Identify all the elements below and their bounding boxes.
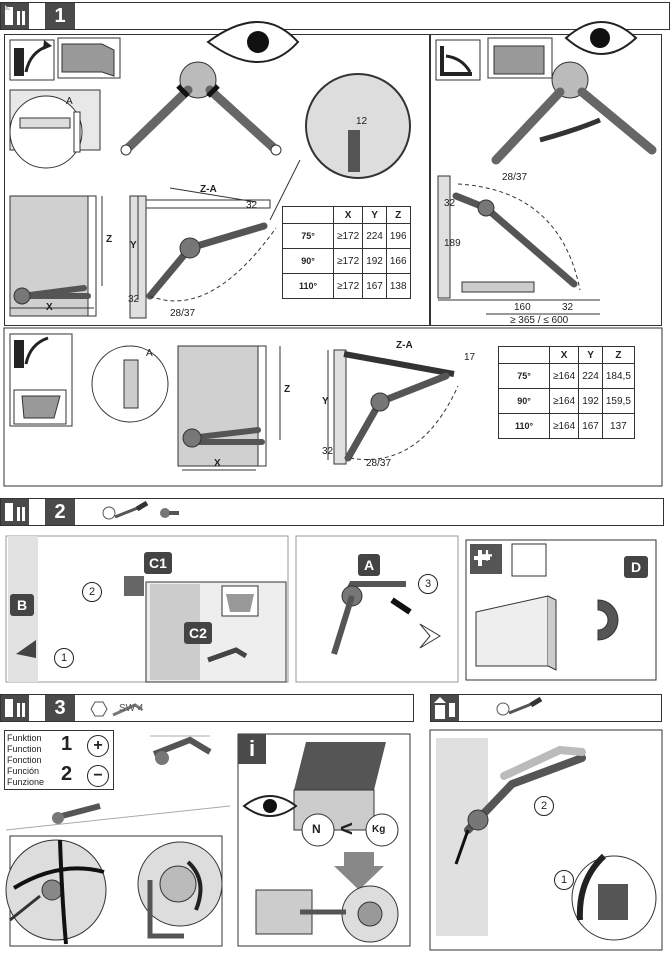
dim-32-low: 32 [128,294,140,305]
flap-up-icon [9,39,55,81]
step-circle-2: 2 [534,796,554,816]
dim-28-37-right: 28/37 [502,172,528,183]
dim-12: 12 [356,116,368,127]
step-number: 3 [45,695,75,721]
screwdriver-icon [496,697,543,716]
minus-icon: − [87,765,109,787]
weight-icon: Kg [372,824,386,835]
function-word: Function [7,744,42,754]
removal-icon [431,695,459,721]
dim-y-2: Y [322,396,329,407]
angle-icon: 110° [298,280,318,291]
dim-189: 189 [444,238,461,249]
dim-160: 160 [514,302,531,313]
step-2-header: 2 [0,498,664,526]
dim-28-37-2: 28/37 [366,458,392,469]
hex-key-icon [90,701,142,717]
installation-icon [1,695,29,721]
dim-z-2: Z [284,384,291,395]
function-1: 1 [61,733,73,755]
angle-icon: 110° [514,420,534,431]
label-c2: C2 [184,622,212,644]
dim-17: 17 [464,352,476,363]
step-number: 1 [45,3,75,29]
dim-z-a-2: Z-A [396,340,413,351]
dim-32-right: 32 [444,198,456,209]
function-2: 2 [61,763,73,785]
dim-x-left: X [46,302,53,313]
dim-z-left: Z [106,234,113,245]
label-d: D [624,556,648,578]
installation-icon [1,499,29,525]
function-word: Fonction [7,755,42,765]
plus-icon: + [87,735,109,757]
step-1-header: 1 [0,2,670,30]
step-circle-1: 1 [54,648,74,668]
function-legend: Funktion Function Fonction Función Funzi… [4,730,114,790]
info-icon: i [248,736,256,761]
dim-a-top: A [66,96,73,107]
label-b: B [10,594,34,616]
step-circle-3: 3 [418,574,438,594]
angle-icon: 90° [301,255,315,266]
dim-range: ≥ 365 / ≤ 600 [510,315,569,326]
flap-down-icon [435,39,481,81]
label-c1: C1 [144,552,172,574]
dim-z-a: Z-A [200,184,217,195]
dim-28-37: 28/37 [170,308,196,319]
plus-icon: + [481,545,493,567]
step-number: 2 [45,499,75,525]
step-circle-2: 2 [82,582,102,602]
removal-header [430,694,662,722]
function-word: Función [7,766,40,776]
dim-32-2: 32 [322,446,334,457]
screw-icon [160,508,179,518]
step-circle-1: 1 [554,870,574,890]
dim-32-right-b: 32 [562,302,574,313]
label-a: A [358,554,380,576]
dim-y: Y [130,240,137,251]
spring-icon: N [312,822,321,836]
function-word: Funzione [7,777,45,787]
panel-flap-down [430,34,662,326]
angle-icon: 75° [517,370,531,381]
magnet-icon [597,599,619,641]
step-3-header: 3 SW 4 [0,694,414,722]
dim-x-2: X [214,458,221,469]
angle-icon: 75° [301,230,315,241]
angle-icon: 90° [517,395,531,406]
screwdriver-icon [102,501,149,520]
dim-32-top: 32 [246,200,258,211]
function-word: Funktion [7,733,42,743]
installation-icon [1,3,29,29]
dim-a-2: A [146,348,153,359]
tool-size: SW 4 [119,703,144,714]
eye-icon [206,21,300,63]
less-than: < [340,816,353,841]
